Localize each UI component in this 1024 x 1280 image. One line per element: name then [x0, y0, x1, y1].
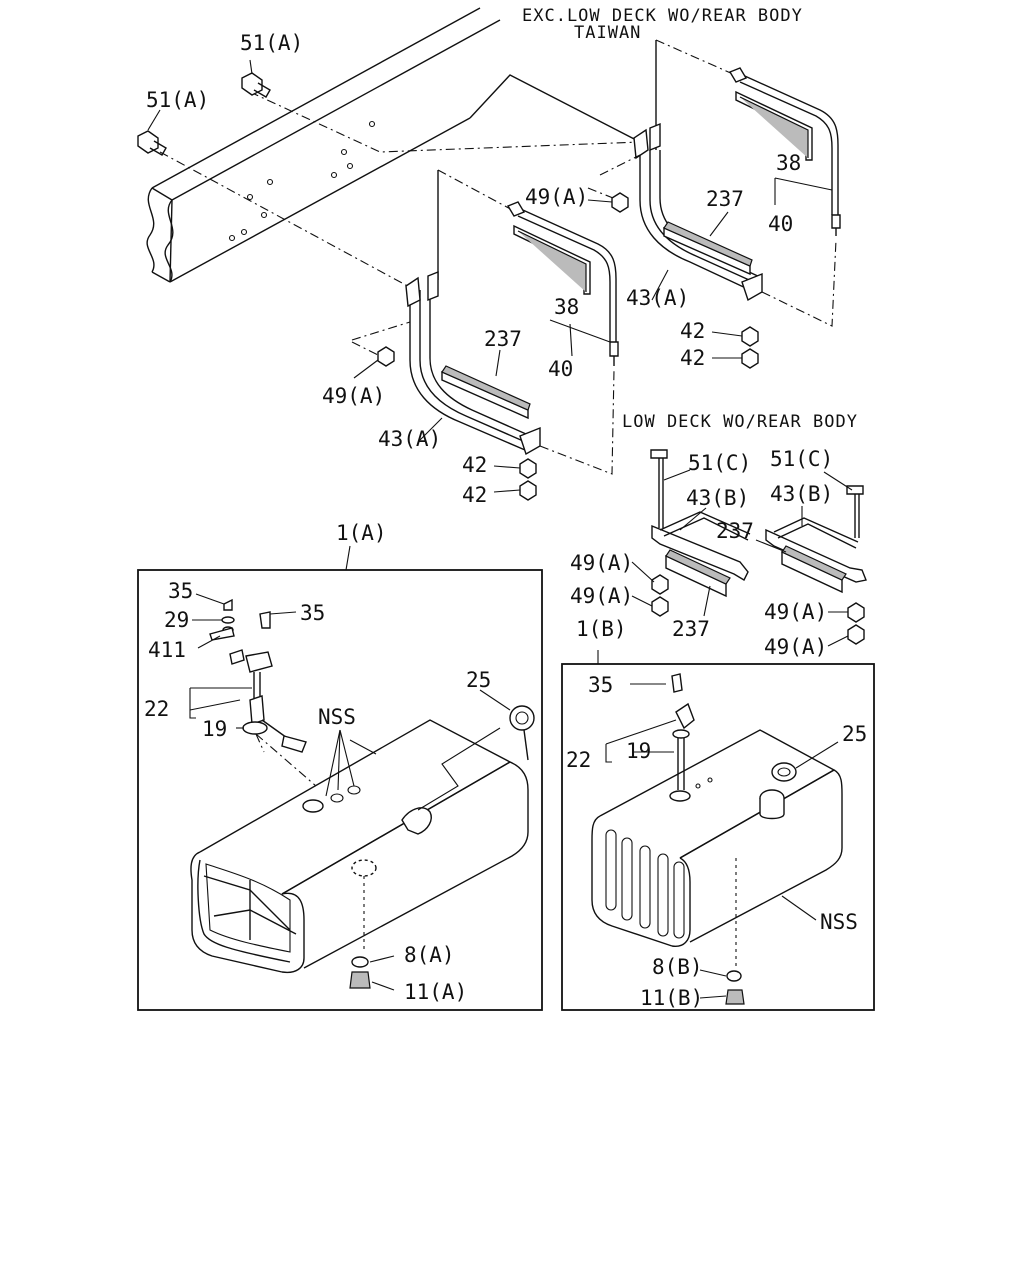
label-49a-low-1: 49(A) — [570, 551, 633, 575]
label-49a-mid: 49(A) — [322, 384, 385, 408]
label-1a: 1(A) — [336, 521, 387, 545]
label-49a-upper: 49(A) — [525, 185, 588, 209]
label-38-mid: 38 — [554, 295, 579, 319]
label-25-a: 25 — [466, 668, 491, 692]
label-42-upper-2: 42 — [680, 346, 705, 370]
label-43b-2: 43(B) — [770, 482, 833, 506]
tank-assembly-1b-frame — [561, 663, 875, 1011]
label-35-b: 35 — [588, 673, 613, 697]
label-237-upper: 237 — [706, 187, 744, 211]
label-40-mid: 40 — [548, 357, 573, 381]
label-29: 29 — [164, 608, 189, 632]
label-35-a2: 35 — [300, 601, 325, 625]
label-8b: 8(B) — [652, 955, 703, 979]
label-237-mid: 237 — [484, 327, 522, 351]
label-22-a: 22 — [144, 697, 169, 721]
bolt-51a-left — [137, 130, 167, 156]
label-51c-1: 51(C) — [688, 451, 751, 475]
bolt-51a-top — [241, 72, 271, 98]
label-35-a1: 35 — [168, 579, 193, 603]
label-25-b: 25 — [842, 722, 867, 746]
fuel-gauge-unit-1b — [671, 673, 695, 790]
fuel-tank-1b — [591, 729, 843, 1005]
fuel-gauge-unit-1a — [209, 598, 317, 787]
tank-assembly-1a-frame — [137, 569, 543, 1011]
label-49a-low-2: 49(A) — [570, 584, 633, 608]
label-237-low-2: 237 — [672, 617, 710, 641]
label-nss-a: NSS — [318, 705, 356, 729]
label-19-b: 19 — [626, 739, 651, 763]
label-19-a: 19 — [202, 717, 227, 741]
bracket-set-upper — [587, 39, 841, 369]
label-49a-low-4: 49(A) — [764, 635, 827, 659]
leader-lines — [147, 59, 853, 999]
label-38-upper: 38 — [776, 151, 801, 175]
label-42-mid-1: 42 — [462, 453, 487, 477]
label-8a: 8(A) — [404, 943, 455, 967]
fuel-tank-1a — [190, 705, 535, 989]
label-11a: 11(A) — [404, 980, 467, 1004]
label-51c-2: 51(C) — [770, 447, 833, 471]
label-51a-top: 51(A) — [240, 31, 303, 55]
caption-low-deck: LOW DECK WO/REAR BODY — [622, 412, 858, 432]
bracket-set-middle — [351, 169, 619, 501]
label-411: 411 — [148, 638, 186, 662]
label-49a-low-3: 49(A) — [764, 600, 827, 624]
label-51a-left: 51(A) — [146, 88, 209, 112]
label-11b: 11(B) — [640, 986, 703, 1010]
part-labels: 51(A) 51(A) 49(A) 38 237 40 43(A) 42 42 … — [144, 31, 867, 1010]
caption-taiwan: TAIWAN — [574, 23, 641, 43]
label-42-mid-2: 42 — [462, 483, 487, 507]
label-40-upper: 40 — [768, 212, 793, 236]
bracket-set-low-deck — [650, 449, 867, 645]
label-43a-upper: 43(A) — [626, 286, 689, 310]
caption-exc-low-deck: EXC.LOW DECK WO/REAR BODY — [522, 6, 803, 26]
label-nss-b: NSS — [820, 910, 858, 934]
label-237-low-1: 237 — [716, 519, 754, 543]
label-43a-mid: 43(A) — [378, 427, 441, 451]
label-43b-1: 43(B) — [686, 486, 749, 510]
chassis-frame-rail — [146, 7, 641, 291]
label-42-upper-1: 42 — [680, 319, 705, 343]
label-1b: 1(B) — [576, 617, 627, 641]
label-22-b: 22 — [566, 748, 591, 772]
